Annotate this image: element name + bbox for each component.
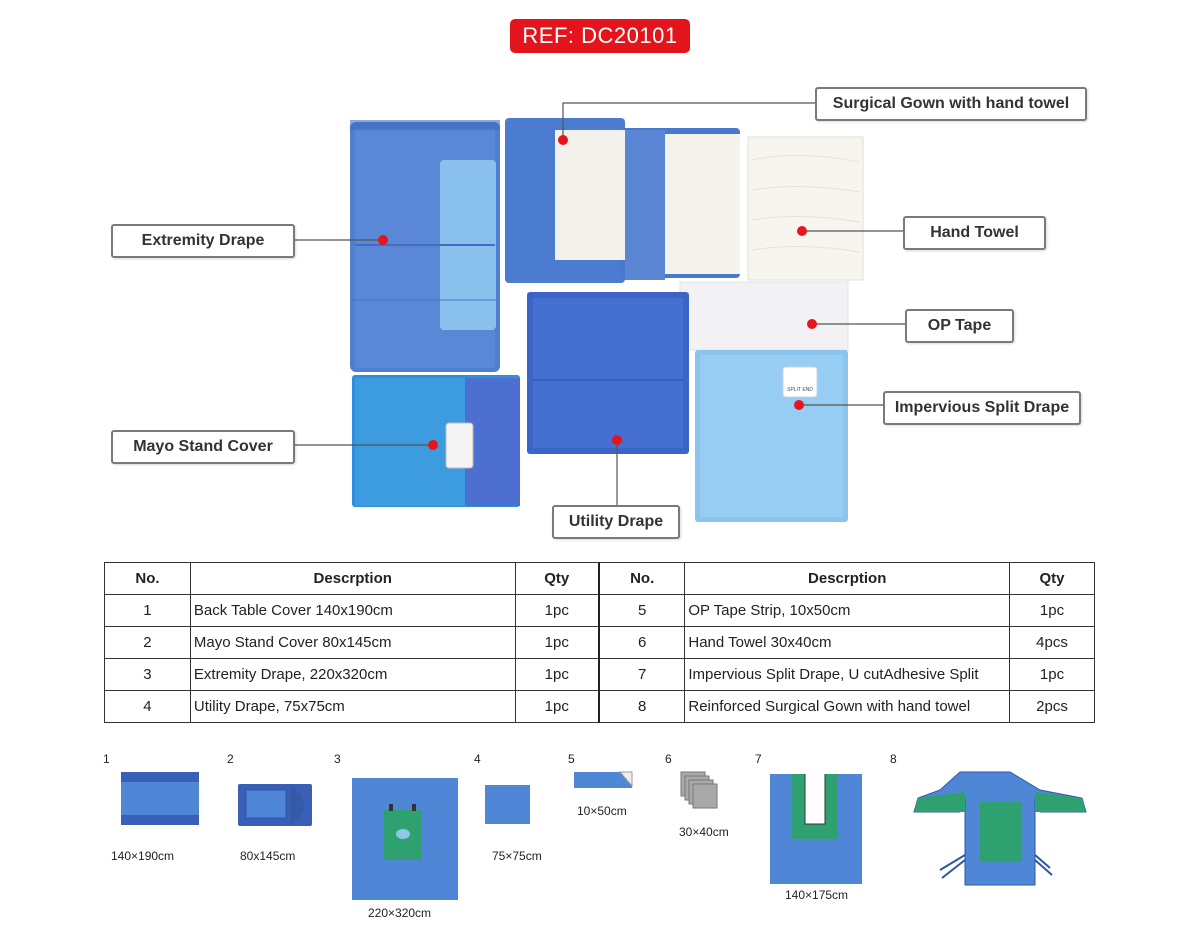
svg-text:SPLIT END: SPLIT END (787, 387, 813, 393)
callout-surgical-gown: Surgical Gown with hand towel (815, 87, 1087, 121)
component-diagrams (121, 771, 1087, 900)
table-header-row: No. Descrption Qty No. Descrption Qty (104, 562, 1095, 595)
table-row: 1 Back Table Cover 140x190cm 1pc 5 OP Ta… (104, 594, 1095, 627)
impervious-split-illustration: SPLIT END (695, 350, 848, 522)
table-row: 3 Extremity Drape, 220x320cm 1pc 7 Imper… (104, 658, 1095, 691)
diagram-size-label: 140×175cm (785, 888, 849, 902)
diagram-number: 1 (103, 752, 110, 766)
extremity-drape-illustration (350, 120, 500, 372)
table-row: 2 Mayo Stand Cover 80x145cm 1pc 6 Hand T… (104, 626, 1095, 659)
cell-description: OP Tape Strip, 10x50cm (684, 594, 1011, 627)
hand-towel-illustration (747, 136, 864, 281)
cell-description: Reinforced Surgical Gown with hand towel (684, 690, 1011, 723)
diagram-number: 4 (474, 752, 481, 766)
callout-impervious-split: Impervious Split Drape (883, 391, 1081, 425)
diagram-size-label: 30×40cm (679, 825, 729, 839)
diagram-size-label: 140×190cm (111, 849, 175, 863)
cell-qty: 2pcs (1009, 690, 1095, 723)
cell-no: 8 (597, 690, 686, 723)
diagram-size-label: 80x145cm (240, 849, 296, 863)
diagram-number: 6 (665, 752, 672, 766)
diagram-impervious-split (770, 774, 862, 884)
diagram-extremity-drape (352, 778, 458, 900)
diagram-size-label: 75×75cm (492, 849, 542, 863)
surgical-gown-illustration (505, 118, 740, 283)
diagram-size-label: 220×320cm (368, 906, 432, 920)
cell-no: 5 (597, 594, 686, 627)
op-tape-illustration (679, 281, 849, 351)
diagram-surgical-gown (913, 771, 1087, 886)
cell-qty: 4pcs (1009, 626, 1095, 659)
callout-hand-towel: Hand Towel (903, 216, 1046, 250)
cell-description: Mayo Stand Cover 80x145cm (189, 626, 516, 659)
diagram-hand-towels (680, 771, 718, 809)
diagram-number: 2 (227, 752, 234, 766)
diagram-mayo-stand-cover (238, 784, 312, 826)
diagram-op-tape (574, 771, 633, 788)
header-no: No. (104, 562, 191, 595)
cell-qty: 1pc (514, 626, 600, 659)
diagram-number: 3 (334, 752, 341, 766)
cell-no: 7 (597, 658, 686, 691)
cell-no: 2 (104, 626, 191, 659)
header-qty: Qty (514, 562, 600, 595)
diagram-number: 5 (568, 752, 575, 766)
cell-description: Back Table Cover 140x190cm (189, 594, 516, 627)
cell-no: 1 (104, 594, 191, 627)
cell-no: 3 (104, 658, 191, 691)
table-row: 4 Utility Drape, 75x75cm 1pc 8 Reinforce… (104, 690, 1095, 723)
cell-no: 6 (597, 626, 686, 659)
callout-utility-drape: Utility Drape (552, 505, 680, 539)
header-no: No. (597, 562, 686, 595)
product-photo: SPLIT END (293, 102, 905, 522)
header-description: Descrption (189, 562, 516, 595)
diagram-back-table-cover (121, 772, 199, 825)
cell-description: Hand Towel 30x40cm (684, 626, 1011, 659)
cell-qty: 1pc (1009, 658, 1095, 691)
cell-qty: 1pc (514, 658, 600, 691)
header-qty: Qty (1009, 562, 1095, 595)
callout-mayo-stand: Mayo Stand Cover (111, 430, 295, 464)
cell-description: Impervious Split Drape, U cutAdhesive Sp… (684, 658, 1011, 691)
cell-description: Extremity Drape, 220x320cm (189, 658, 516, 691)
cell-no: 4 (104, 690, 191, 723)
header-description: Descrption (684, 562, 1011, 595)
cell-qty: 1pc (514, 690, 600, 723)
diagram-number: 7 (755, 752, 762, 766)
cell-qty: 1pc (514, 594, 600, 627)
callout-extremity-drape: Extremity Drape (111, 224, 295, 258)
cell-qty: 1pc (1009, 594, 1095, 627)
cell-description: Utility Drape, 75x75cm (189, 690, 516, 723)
diagram-size-label: 10×50cm (577, 804, 627, 818)
callout-op-tape: OP Tape (905, 309, 1014, 343)
component-table: No. Descrption Qty No. Descrption Qty 1 … (104, 562, 1095, 723)
ref-badge: REF: DC20101 (510, 19, 690, 53)
diagram-utility-drape (485, 785, 530, 824)
diagram-number: 8 (890, 752, 897, 766)
utility-drape-illustration (527, 292, 689, 454)
